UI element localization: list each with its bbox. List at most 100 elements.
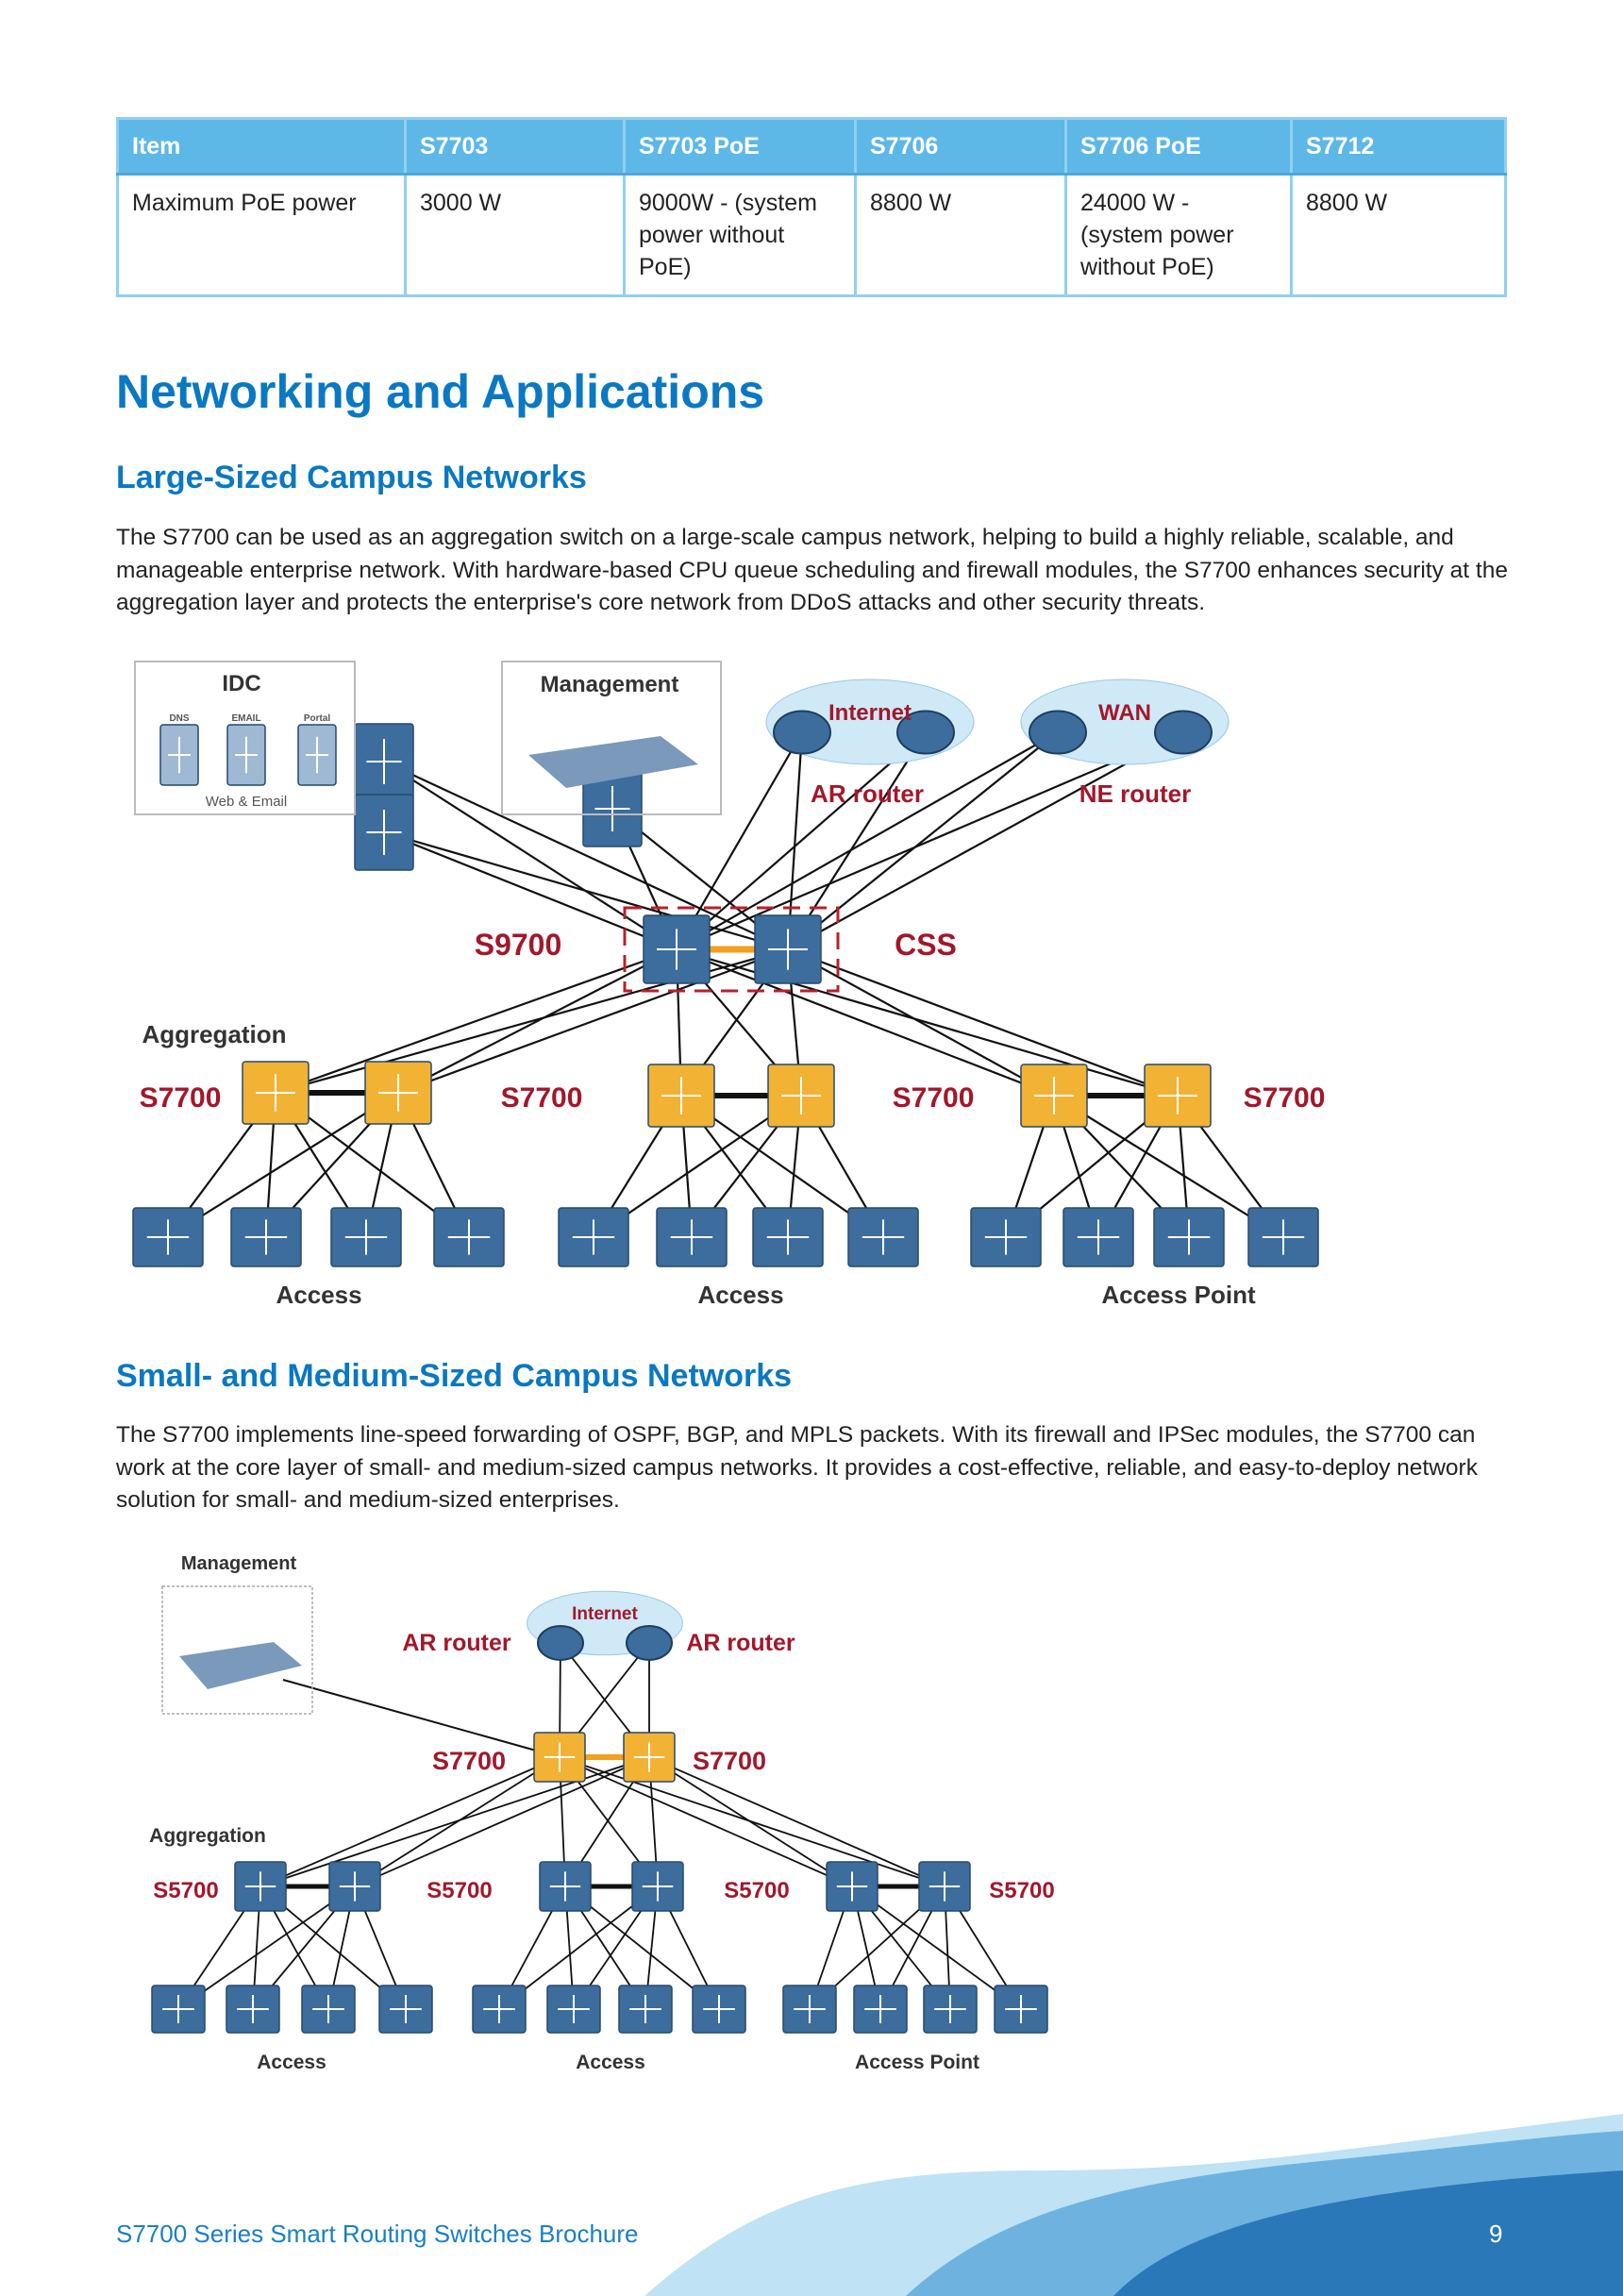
aggregation-switch-icon — [234, 1861, 287, 1912]
firewall-icon-glyph — [366, 739, 402, 784]
aggregation-switch-icon-glyph — [339, 1871, 371, 1902]
access-point-icon — [782, 1985, 837, 2034]
network-link — [559, 1756, 853, 1887]
access-switch-icon — [301, 1985, 356, 2034]
access-point-label: Access Point — [1101, 1281, 1256, 1309]
aggregation-switch-icon — [767, 1064, 835, 1128]
core-switch-icon — [754, 914, 822, 984]
access-switch-icon-glyph — [629, 1995, 661, 2023]
network-link — [559, 1756, 945, 1887]
network-link — [397, 947, 789, 1095]
css-label: CSS — [895, 928, 957, 962]
access-switch-icon — [558, 1207, 629, 1267]
ar-router-label: AR router — [811, 779, 924, 808]
aggregation-switch-icon-glyph — [1034, 1077, 1074, 1114]
access-switch-icon-glyph — [572, 1219, 615, 1255]
access-point-icon-glyph — [1167, 1219, 1211, 1255]
aggregation-switch-icon-glyph — [244, 1871, 276, 1902]
table-header-row: Item S7703 S7703 PoE S7706 S7706 PoE S77… — [116, 117, 1507, 176]
network-link — [282, 1679, 561, 1758]
aggregation-switch-icon-glyph — [661, 1077, 701, 1114]
server-label: EMAIL — [231, 713, 260, 724]
core-label: S7700 — [432, 1747, 506, 1775]
access-switch-icon — [378, 1985, 433, 2034]
server-label: Portal — [304, 713, 331, 724]
management-label-small: Management — [181, 1553, 297, 1574]
agg-label: S7700 — [140, 1082, 222, 1114]
access-switch-icon-glyph — [146, 1219, 190, 1255]
access-switch-icon — [692, 1985, 746, 2034]
access-point-icon — [994, 1985, 1048, 2034]
internet-label: Internet — [828, 700, 912, 726]
network-link — [676, 731, 927, 950]
access-switch-icon — [226, 1985, 280, 2034]
access-label: Access — [697, 1281, 783, 1309]
core-label: S9700 — [475, 928, 562, 962]
aggregation-switch-icon-glyph — [378, 1074, 418, 1112]
internet-label-small: Internet — [572, 1604, 638, 1624]
access-switch-icon-glyph — [670, 1219, 713, 1255]
aggregation-switch-icon — [328, 1861, 381, 1912]
router-icon — [773, 710, 831, 755]
network-link — [787, 731, 1059, 950]
network-link — [851, 1885, 1022, 2010]
firewall-icon — [354, 723, 414, 800]
aggregation-switch-icon — [364, 1061, 432, 1125]
idc-label: IDC — [222, 671, 260, 696]
firewall-icon — [354, 794, 414, 871]
table-cell: 24000 W - (system power without PoE) — [1064, 173, 1293, 297]
management-box-small — [161, 1585, 313, 1715]
access-point-icon-glyph — [864, 1995, 896, 2023]
network-link — [397, 948, 678, 1094]
network-link — [648, 1756, 945, 1887]
access-switch-icon-glyph — [447, 1219, 491, 1255]
network-link — [383, 761, 789, 950]
table-cell: Maximum PoE power — [116, 173, 407, 297]
access-switch-icon-glyph — [344, 1219, 388, 1255]
large-campus-title: Large-Sized Campus Networks — [116, 460, 587, 495]
access-switch-icon — [330, 1207, 402, 1267]
aggregation-switch-icon — [918, 1861, 971, 1912]
access-switch-icon — [847, 1207, 919, 1267]
poe-table: Item S7703 S7703 PoE S7706 S7706 PoE S77… — [116, 117, 1507, 297]
access-label: Access — [576, 2052, 645, 2073]
network-link — [676, 731, 1059, 950]
access-point-icon-glyph — [1262, 1219, 1305, 1255]
network-link — [383, 761, 678, 950]
header-cell: Item — [116, 117, 407, 176]
network-link — [676, 730, 1184, 951]
header-cell: S7712 — [1290, 117, 1507, 176]
aggregation-label-small: Aggregation — [149, 1825, 266, 1847]
management-console-icon — [528, 736, 698, 788]
management-label: Management — [541, 672, 679, 697]
access-point-icon — [853, 1985, 908, 2034]
core-switch-icon-glyph — [768, 929, 808, 970]
network-link — [383, 830, 678, 951]
network-link — [787, 731, 927, 950]
access-label: Access — [276, 1281, 361, 1309]
router-icon — [626, 1625, 673, 1661]
access-point-icon — [1062, 1207, 1134, 1267]
access-switch-icon — [472, 1985, 527, 2034]
page-number: 9 — [1489, 2220, 1503, 2248]
network-link — [676, 947, 1055, 1098]
core-switch-icon — [623, 1732, 676, 1783]
aggregation-switch-icon-glyph — [256, 1074, 295, 1112]
aggregation-switch-icon — [539, 1861, 592, 1912]
access-switch-icon — [546, 1985, 601, 2034]
network-link — [259, 1756, 561, 1887]
agg-label: S7700 — [893, 1082, 975, 1114]
aggregation-switch-icon-glyph — [781, 1077, 821, 1114]
aggregation-label: Aggregation — [142, 1020, 286, 1048]
large-campus-body: The S7700 can be used as an aggregation … — [116, 525, 1508, 615]
header-cell: S7703 — [404, 117, 626, 176]
access-point-icon-glyph — [984, 1219, 1028, 1255]
access-switch-icon-glyph — [237, 1995, 269, 2023]
web-email-label: Web & Email — [206, 794, 287, 810]
ne-router-label: NE router — [1079, 779, 1191, 808]
header-cell: S7706 — [854, 117, 1067, 176]
aggregation-switch-icon — [826, 1861, 878, 1912]
ar-router-label: AR router — [686, 1630, 795, 1656]
